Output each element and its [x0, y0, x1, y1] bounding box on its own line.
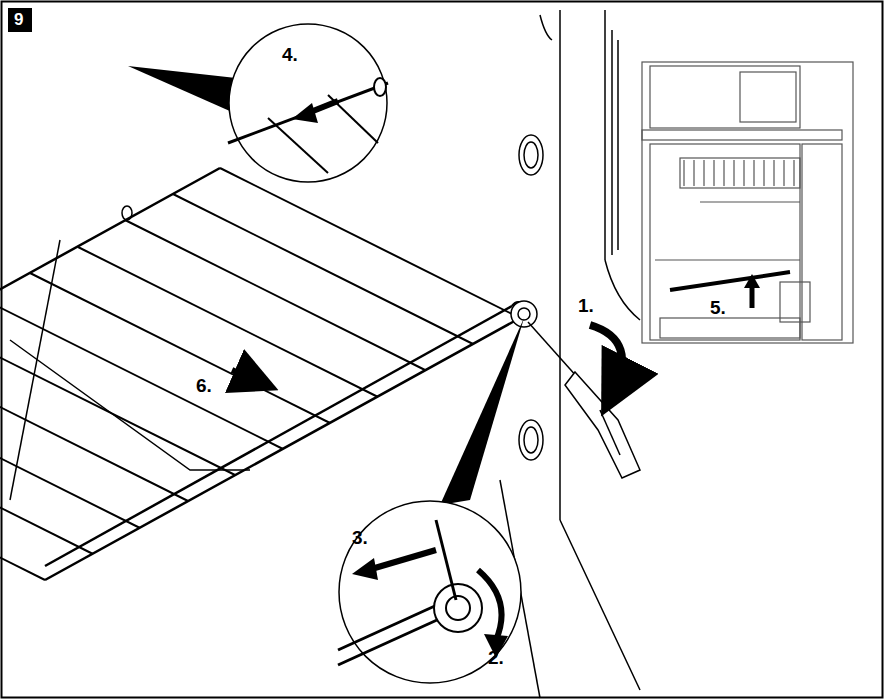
- zoom-wedge: [128, 66, 236, 112]
- fridge-part: [670, 272, 790, 290]
- step-number: 9: [14, 11, 23, 28]
- fridge-part: [753, 160, 754, 186]
- fridge-part: [700, 201, 800, 202]
- step-number: 3.: [352, 528, 368, 547]
- rod: [338, 615, 448, 665]
- fridge-part: [773, 160, 774, 186]
- screwdriver: [511, 301, 640, 478]
- circle-border: [339, 501, 521, 683]
- rod-end: [374, 78, 386, 96]
- fridge-part: [650, 144, 800, 340]
- fridge-part: [763, 160, 764, 186]
- fridge-part: [660, 318, 800, 338]
- fridge-part: [743, 160, 744, 186]
- fridge-part: [713, 160, 714, 186]
- fridge-part: [744, 274, 760, 288]
- pull-arrow: [232, 370, 262, 383]
- fridge-outline: [640, 60, 855, 345]
- fridge-inset: 5.: [640, 60, 855, 345]
- rotate-arrow: [478, 570, 502, 640]
- fridge-part: [650, 66, 800, 128]
- fridge-wall: [10, 10, 640, 698]
- wire: [268, 118, 328, 173]
- fridge-part: [733, 160, 734, 186]
- step-number: 5.: [710, 298, 726, 317]
- slide-arrow-head: [352, 558, 378, 580]
- fridge-part: [802, 144, 842, 340]
- zoom-circle: 3. 2.: [338, 500, 522, 684]
- fridge-part: [642, 62, 853, 343]
- fridge-part: [750, 286, 755, 308]
- fridge-part: [740, 72, 796, 122]
- rotate-arrow: [590, 325, 622, 395]
- fridge-part: [703, 160, 704, 186]
- fridge-part: [680, 158, 800, 188]
- fridge-part: [780, 282, 810, 322]
- figure-number: 9: [8, 8, 32, 32]
- fridge-part: [723, 160, 724, 186]
- fridge-part: [642, 130, 842, 140]
- fridge-part: [655, 259, 800, 260]
- zoom-circle: 4.: [228, 23, 388, 183]
- zoom-detail: [228, 23, 388, 183]
- circle-border: [229, 24, 387, 182]
- screwdriver-shaft: [436, 520, 456, 600]
- step-number: 4.: [282, 45, 298, 64]
- rod: [228, 83, 388, 143]
- fridge-part: [693, 160, 694, 186]
- zoom-wedge: [440, 318, 524, 505]
- fridge-part: [783, 160, 784, 186]
- fridge-part: [793, 160, 794, 186]
- zoom-outline: [228, 23, 388, 183]
- rod: [338, 600, 448, 650]
- knob: [434, 584, 482, 632]
- step-number: 1.: [578, 296, 594, 315]
- slide-arrow: [368, 550, 436, 570]
- fridge-part: [683, 160, 684, 186]
- step-number: 2.: [488, 648, 504, 667]
- slide-arrow-head: [292, 103, 318, 123]
- step-number: 6.: [196, 376, 212, 395]
- knob-core: [446, 596, 470, 620]
